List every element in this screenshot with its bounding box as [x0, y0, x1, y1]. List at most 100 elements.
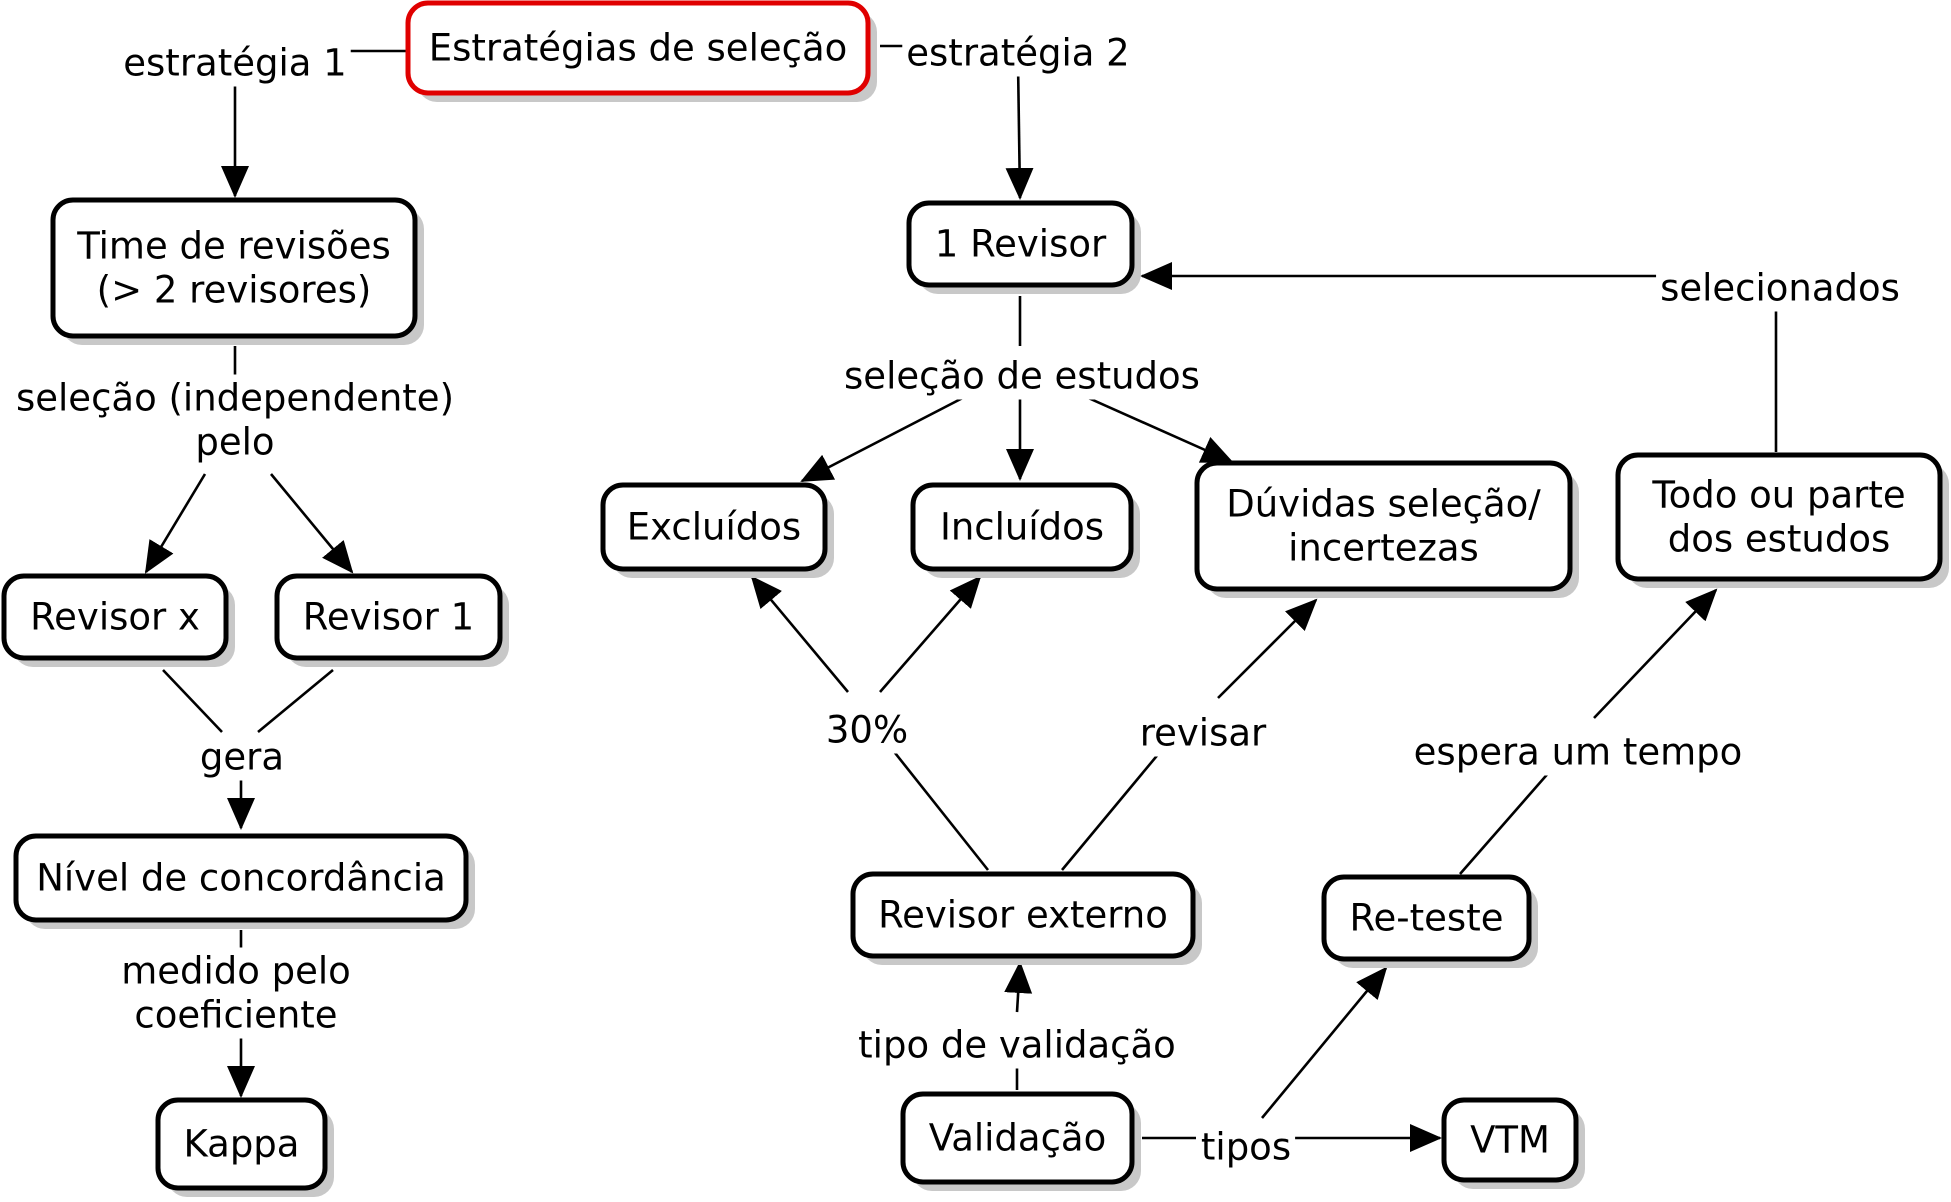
link-label-selecao-independente-bg [11, 374, 459, 466]
node-todo-parte-box [1615, 452, 1943, 582]
link-label-medido-pelo-bg [117, 947, 355, 1039]
node-time-revisoes-label-line-2: (> 2 revisores) [97, 269, 372, 312]
node-revisor-externo[interactable]: Revisor externo [850, 871, 1202, 965]
node-um-revisor-label-line-1: 1 Revisor [935, 223, 1107, 266]
node-um-revisor-box [906, 200, 1135, 288]
node-revisor-x[interactable]: Revisor x [1, 573, 235, 667]
link-label-tipo-validacao-bg [854, 1021, 1180, 1069]
node-vtm[interactable]: VTM [1441, 1097, 1585, 1189]
node-kappa-box [155, 1097, 328, 1191]
node-nivel-concordancia[interactable]: Nível de concordância [13, 833, 475, 929]
arrow-30-incluidos [879, 575, 982, 693]
arrow-tipos-reteste [1260, 966, 1388, 1119]
node-validacao-box [900, 1091, 1135, 1185]
link-label-estrategia-2: estratégia 2 [902, 29, 1134, 77]
line-externo-revisar [1061, 739, 1171, 871]
node-todo-parte-label-line-2: dos estudos [1668, 518, 1891, 561]
link-label-selecionados: selecionados [1656, 264, 1904, 312]
node-excluidos-box [600, 482, 828, 572]
node-nivel-concordancia-label-line-1: Nível de concordância [36, 857, 446, 900]
node-time-revisoes[interactable]: Time de revisões(> 2 revisores) [50, 197, 424, 345]
link-label-selecionados-bg [1656, 264, 1904, 312]
link-label-gera: gera [195, 733, 289, 781]
line-revisorx-gera [162, 669, 223, 733]
node-revisor-externo-box [850, 871, 1196, 959]
link-label-espera-tempo: espera um tempo [1409, 728, 1747, 776]
node-root[interactable]: Estratégias de seleção [405, 0, 877, 102]
node-reteste[interactable]: Re-teste [1321, 874, 1538, 968]
node-revisor-x-label-line-1: Revisor x [30, 596, 200, 639]
link-label-selecao-independente-line-1: seleção (independente) [16, 377, 454, 420]
node-reteste-box [1321, 874, 1532, 962]
link-label-revisar-bg [1135, 709, 1272, 757]
link-label-selecao-independente-line-2: pelo [195, 421, 274, 464]
node-validacao-label-line-1: Validação [929, 1117, 1106, 1160]
node-root-box [405, 0, 871, 96]
link-label-selecao-estudos: seleção de estudos [840, 352, 1204, 400]
node-reteste-label-line-1: Re-teste [1350, 897, 1504, 940]
line-externo-30 [878, 733, 990, 871]
link-label-trinta-pct: 30% [821, 706, 913, 754]
link-label-estrategia-2-bg [902, 29, 1134, 77]
link-label-selecao-estudos-bg [840, 352, 1204, 400]
link-label-estrategia-1-line-1: estratégia 1 [123, 42, 346, 85]
link-labels: estratégia 1 estratégia 2 seleção (indepen… [11, 29, 1904, 1171]
link-label-espera-tempo-bg [1409, 728, 1747, 776]
link-label-estrategia-2-line-1: estratégia 2 [906, 32, 1129, 75]
link-label-gera-line-1: gera [200, 736, 284, 779]
line-revisor1-gera [257, 668, 334, 734]
node-todo-parte-label-line-1: Todo ou parte [1651, 474, 1905, 517]
node-excluidos-label-line-1: Excluídos [627, 506, 801, 549]
node-revisor-externo-label-line-1: Revisor externo [878, 894, 1168, 937]
link-label-trinta-pct-line-1: 30% [826, 709, 908, 752]
node-incluidos[interactable]: Incluídos [910, 482, 1140, 578]
arrow-selecao-revisor1 [269, 473, 354, 574]
arrow-espera-todo [1593, 588, 1718, 719]
arrow-30-excluidos [750, 575, 849, 693]
node-duvidas-label-line-2: incertezas [1288, 527, 1479, 570]
node-kappa[interactable]: Kappa [155, 1097, 334, 1197]
node-validacao[interactable]: Validação [900, 1091, 1141, 1191]
line-reteste-espera [1459, 761, 1559, 875]
node-duvidas-box [1194, 460, 1573, 592]
node-kappa-label-line-1: Kappa [184, 1123, 300, 1166]
link-label-selecao-estudos-line-1: seleção de estudos [844, 355, 1200, 398]
node-vtm-label-line-1: VTM [1470, 1119, 1550, 1162]
link-label-selecionados-line-1: selecionados [1660, 267, 1900, 310]
link-label-gera-bg [195, 733, 289, 781]
node-incluidos-box [910, 482, 1134, 572]
link-label-tipos-line-1: tipos [1201, 1126, 1291, 1169]
link-label-tipos-bg [1196, 1123, 1296, 1171]
node-incluidos-label-line-1: Incluídos [940, 506, 1104, 549]
node-time-revisoes-box [50, 197, 418, 339]
link-label-revisar-line-1: revisar [1140, 712, 1267, 755]
arrow-estrategia2-revisor [1005, 61, 1034, 200]
arrow-tipo-externo [1004, 961, 1033, 1013]
arrow-selecao-excluidos [800, 386, 983, 483]
node-nivel-concordancia-box [13, 833, 469, 923]
link-label-tipos: tipos [1196, 1123, 1296, 1171]
link-label-trinta-pct-bg [821, 706, 913, 754]
node-time-revisoes-label-line-1: Time de revisões [76, 225, 391, 268]
arrow-revisar-duvidas [1217, 598, 1318, 699]
link-label-tipo-validacao: tipo de validação [854, 1021, 1180, 1069]
link-label-medido-pelo-line-1: medido pelo [121, 950, 351, 993]
node-revisor-x-box [1, 573, 229, 661]
node-vtm-box [1441, 1097, 1579, 1183]
connectors [144, 44, 1778, 1152]
node-excluidos[interactable]: Excluídos [600, 482, 834, 578]
node-duvidas[interactable]: Dúvidas seleção/incertezas [1194, 460, 1579, 598]
link-label-selecao-independente: seleção (independente)pelo [11, 374, 459, 466]
link-label-estrategia-1: estratégia 1 [119, 39, 351, 87]
node-revisor-1[interactable]: Revisor 1 [274, 573, 509, 667]
link-label-espera-tempo-line-1: espera um tempo [1414, 731, 1743, 774]
link-label-revisar: revisar [1135, 709, 1272, 757]
arrow-selecao-duvidas [1065, 386, 1234, 464]
node-um-revisor[interactable]: 1 Revisor [906, 200, 1141, 294]
node-revisor-1-label-line-1: Revisor 1 [303, 596, 474, 639]
link-label-tipo-validacao-line-1: tipo de validação [858, 1024, 1176, 1067]
